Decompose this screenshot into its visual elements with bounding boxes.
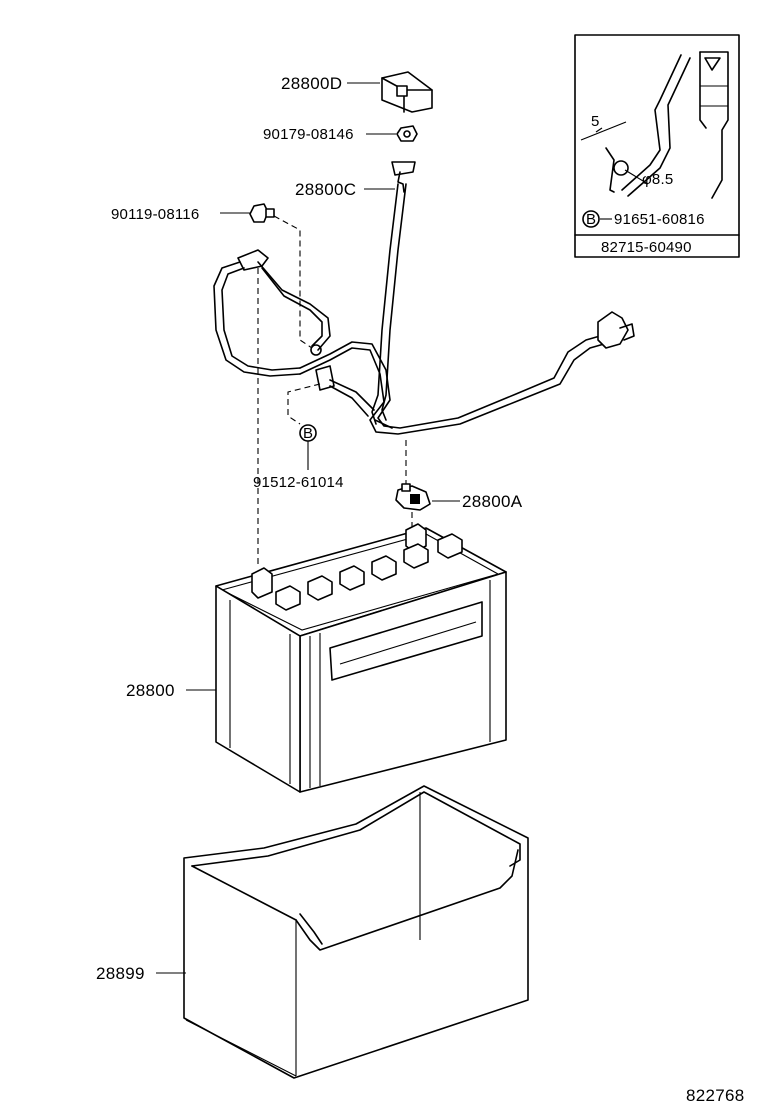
- inset-marker-b: B: [586, 211, 596, 228]
- label-28800d: 28800D: [281, 74, 342, 93]
- cable-28800c: [371, 161, 416, 429]
- inset-bolt-part-number: 91651-60816: [614, 211, 705, 228]
- label-91512-61014: 91512-61014: [253, 474, 344, 491]
- label-28800: 28800: [126, 681, 175, 700]
- cell-caps: [275, 533, 463, 611]
- label-28800c: 28800C: [295, 180, 356, 199]
- inset-dimension-diameter: φ8.5: [642, 171, 673, 188]
- nut-90179: [396, 125, 418, 142]
- label-28899: 28899: [96, 964, 145, 983]
- battery-28800: [215, 523, 507, 793]
- diagram-number: 822768: [686, 1086, 745, 1105]
- inset-dimension-5: 5: [591, 113, 600, 130]
- callout-marker-b: B: [303, 425, 313, 442]
- label-28800a: 28800A: [462, 492, 523, 511]
- label-90119-08116: 90119-08116: [111, 206, 199, 223]
- negative-cable-harness: [213, 249, 635, 435]
- terminal-cover-28800d: [381, 71, 433, 113]
- label-90179-08146: 90179-08146: [263, 126, 354, 143]
- inset-frame-part-number: 82715-60490: [601, 239, 692, 256]
- battery-tray-28899: [183, 785, 529, 1079]
- detail-inset: 5 φ8.5 B 91651-60816 82715-60490: [574, 34, 740, 258]
- bolt-90119: [249, 203, 275, 223]
- clamp-28800a: [395, 483, 431, 511]
